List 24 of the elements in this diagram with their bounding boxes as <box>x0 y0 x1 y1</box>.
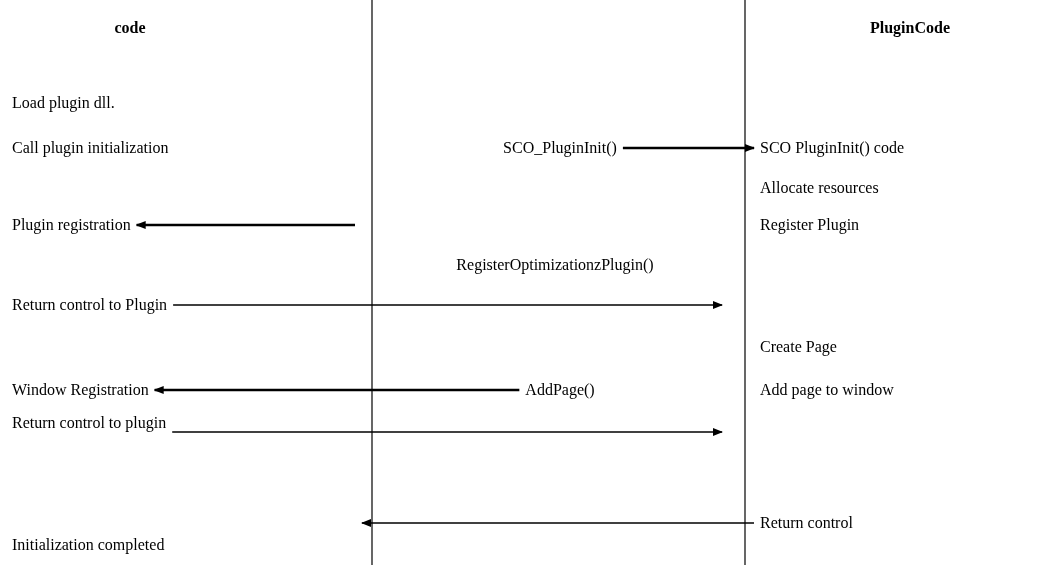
step-text: Allocate resources <box>760 178 879 198</box>
arrow <box>361 519 755 527</box>
step-text: AddPage() <box>525 380 595 400</box>
column-heading: code <box>114 18 146 38</box>
step-text: Call plugin initialization <box>12 138 169 158</box>
step-text: SCO PluginInit() code <box>760 138 904 158</box>
arrow <box>153 386 520 394</box>
step-text: Window Registration <box>12 380 149 400</box>
column-heading: PluginCode <box>870 18 950 38</box>
arrow <box>172 301 723 309</box>
step-text: Initialization completed <box>12 535 165 555</box>
arrow <box>622 144 755 152</box>
step-text: Load plugin dll. <box>12 93 115 113</box>
step-text: Plugin registration <box>12 215 131 235</box>
step-text: Return control to Plugin <box>12 295 168 315</box>
arrow <box>171 428 723 436</box>
step-text: Register Plugin <box>760 215 860 235</box>
step-text: Add page to window <box>760 380 894 400</box>
edge-label: RegisterOptimizationzPlugin() <box>456 255 654 275</box>
step-text: Return control to plugin <box>12 413 167 433</box>
step-text: SCO_PluginInit() <box>503 138 617 158</box>
step-text: Return control <box>760 513 853 533</box>
step-text: Create Page <box>760 337 837 357</box>
arrow <box>135 221 355 229</box>
